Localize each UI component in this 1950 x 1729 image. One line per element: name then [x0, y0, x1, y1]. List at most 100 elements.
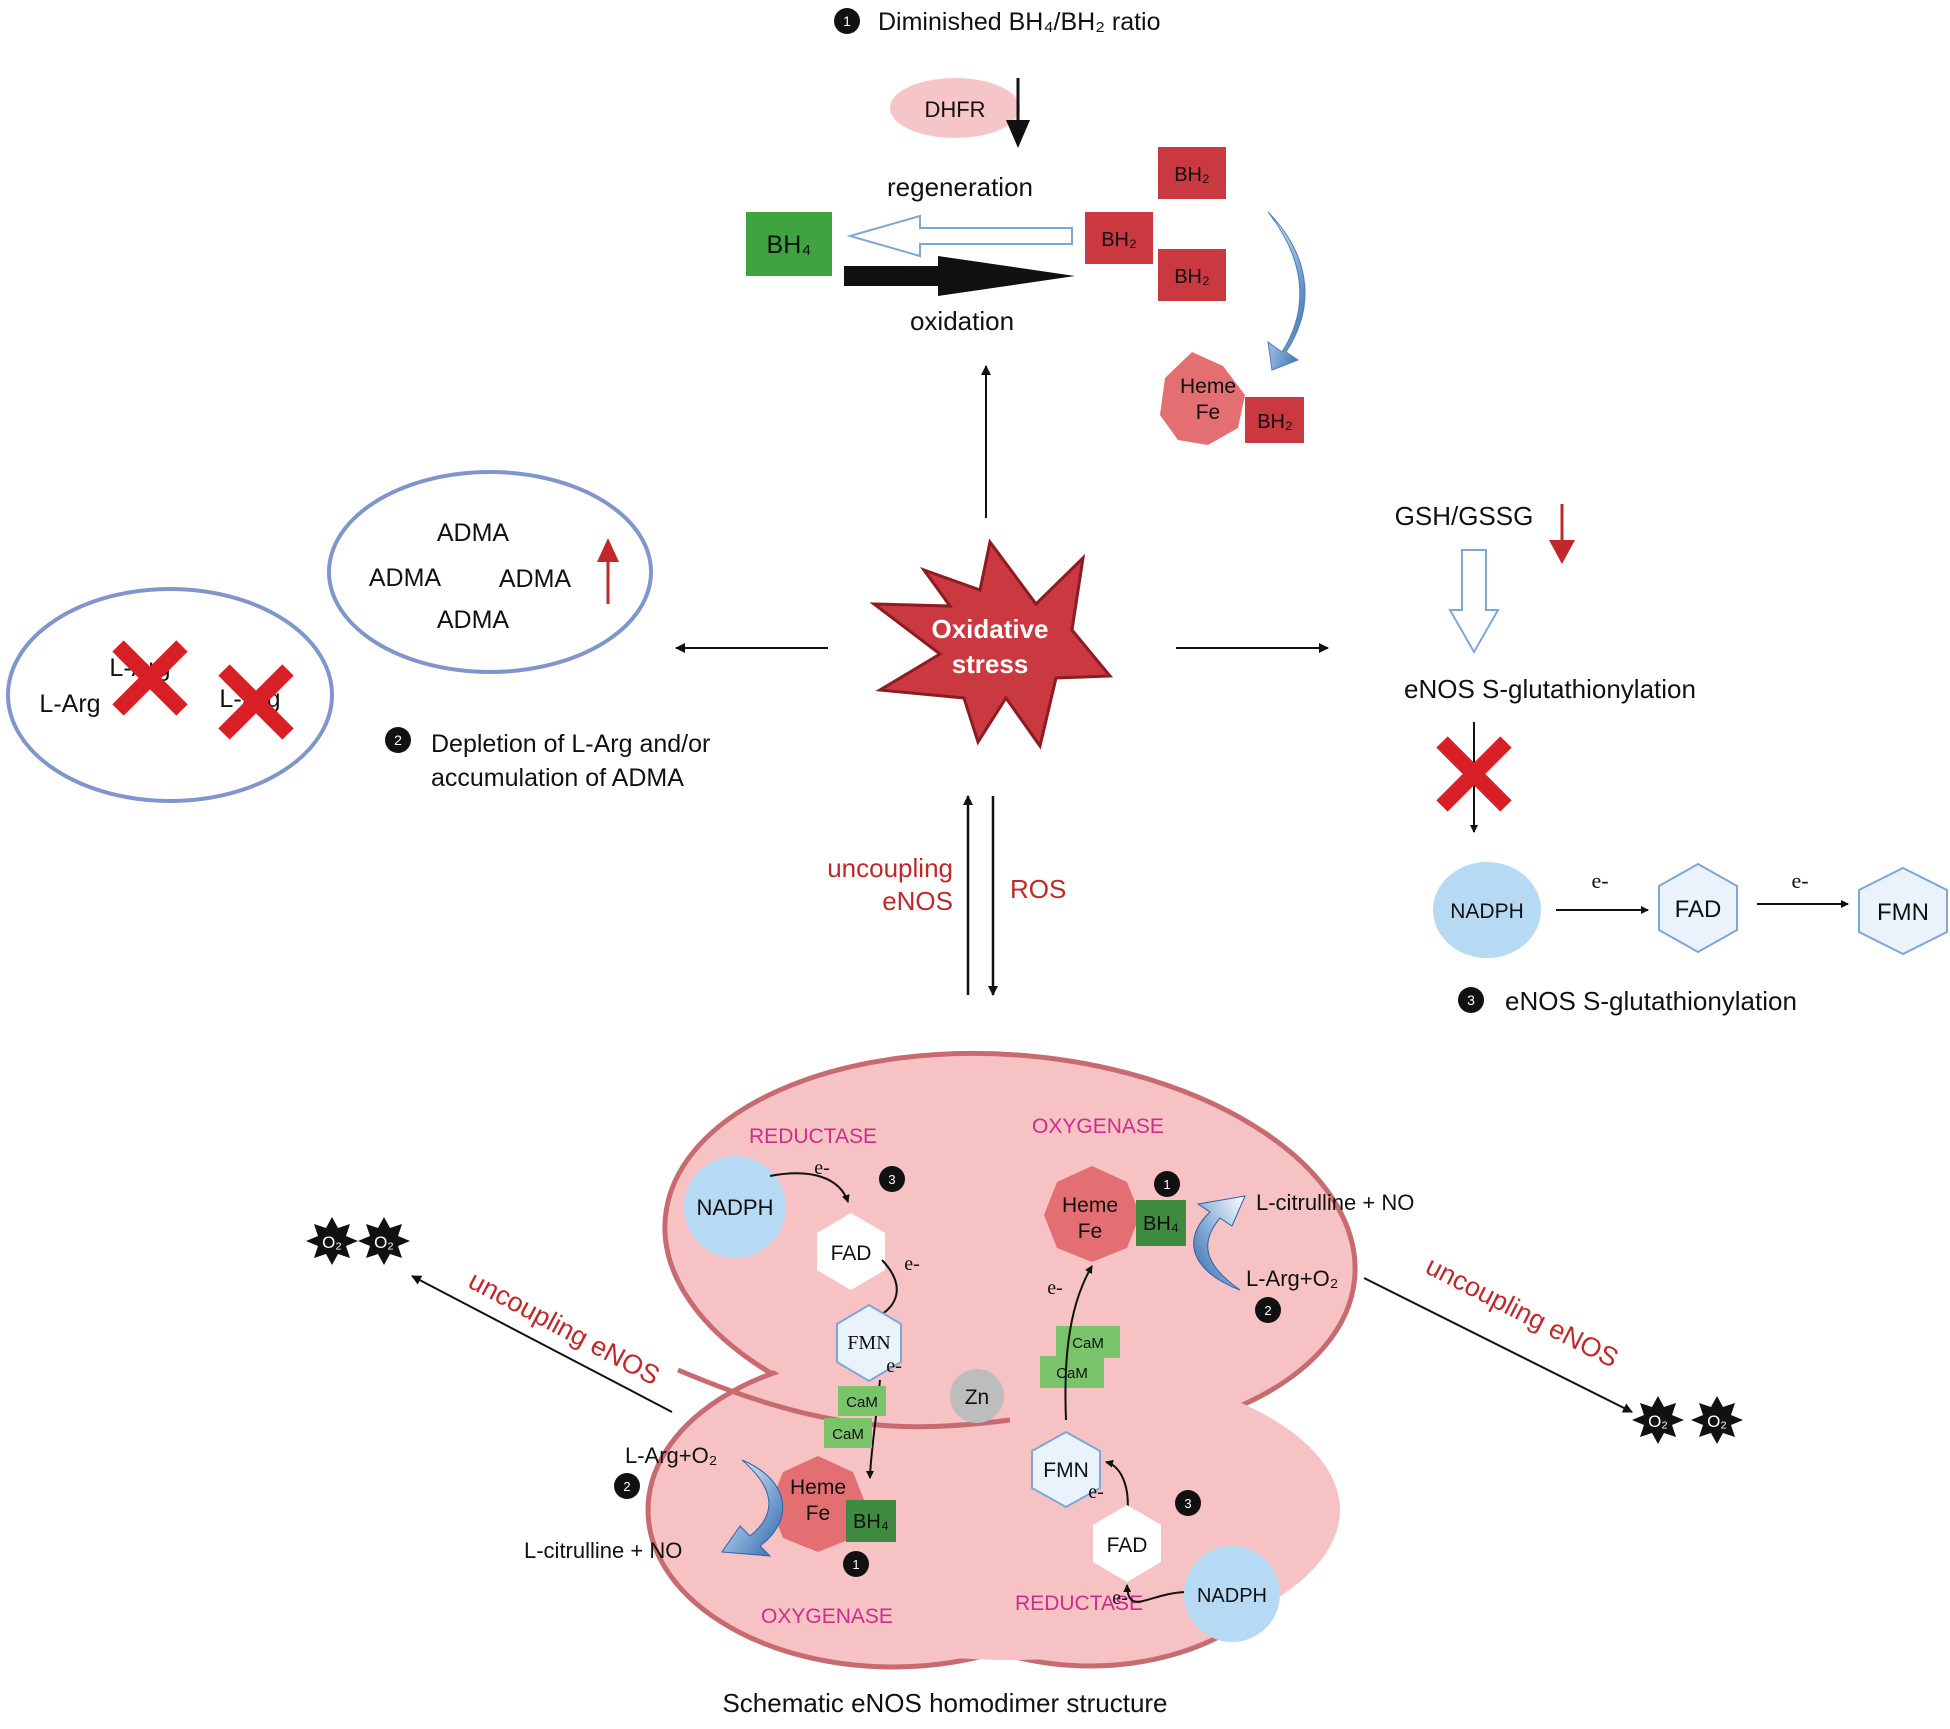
oxygenase-top-label: OXYGENASE — [1032, 1115, 1164, 1138]
nadph-label-right: NADPH — [1450, 900, 1524, 923]
gsh-hollow-arrow — [1448, 549, 1500, 655]
bh2-to-heme-arrow — [1267, 211, 1306, 371]
adma-2: ADMA — [369, 564, 442, 592]
superoxide-right-1 — [1632, 1396, 1684, 1444]
cam-right-2-label: CaM — [1056, 1365, 1088, 1382]
electron-right-up: e- — [1047, 1277, 1063, 1299]
badge-2 — [385, 727, 411, 753]
uncoupling-right-label: uncoupling eNOS — [1421, 1251, 1623, 1374]
fmn-hexagon-top — [836, 1303, 902, 1383]
badge-1-label: 1 — [843, 13, 851, 29]
bh2-label-2: BH₂ — [1101, 229, 1137, 251]
section-2-title-line1: Depletion of L-Arg and/or — [431, 730, 710, 758]
badge-1-top-right — [1154, 1171, 1180, 1197]
dhfr-ellipse — [890, 78, 1020, 138]
heme-top-label: Heme — [1180, 375, 1236, 398]
dhfr-down-arrow-head — [1006, 120, 1030, 148]
badge-3-label: 3 — [1467, 992, 1475, 1008]
fmn-label-right: FMN — [1877, 899, 1929, 926]
stress-line-1: Oxidative — [931, 614, 1048, 644]
regeneration-arrow — [846, 214, 1073, 258]
badge-2-bottom-left — [614, 1473, 640, 1499]
section-larg-adma: ADMA ADMA ADMA ADMA L-Arg L-Arg L-Arg 2 … — [6, 470, 710, 803]
oxidation-arrow — [844, 256, 1075, 296]
bh2-box-2 — [1085, 212, 1153, 264]
badge-3-top — [879, 1166, 905, 1192]
cam-left-1 — [838, 1386, 886, 1416]
stress-star-shape — [869, 538, 1114, 750]
heme-fe-top-right-shape — [1044, 1166, 1140, 1262]
cam-right-1-label: CaM — [1072, 1335, 1104, 1352]
section-glutathionylation: GSH/GSSG eNOS S-glutathionylation NADPH … — [1395, 501, 1948, 1016]
superoxide-left-2-label: O₂ — [374, 1233, 394, 1252]
fe-top-right-label: Fe — [1078, 1220, 1103, 1243]
badge-2-bottom-left-label: 2 — [623, 1479, 630, 1494]
superoxide-right: O₂ O₂ — [1632, 1396, 1743, 1444]
glutathionylation-label: eNOS S-glutathionylation — [1404, 674, 1696, 704]
electron-label-1: e- — [1591, 868, 1608, 893]
cam-left-1-label: CaM — [846, 1394, 878, 1411]
heme-fe-top-shape — [1160, 352, 1245, 445]
fad-hexagon-top — [817, 1213, 885, 1290]
gsh-gssg-label: GSH/GSSG — [1395, 501, 1534, 531]
uncoupling-label-line1: uncoupling — [827, 853, 953, 883]
oxidative-stress-burst: Oxidative stress — [869, 538, 1114, 750]
badge-1-bottom-left — [843, 1551, 869, 1577]
citrulline-top-label: L-citrulline + NO — [1256, 1190, 1414, 1215]
larg-cross-1 — [112, 640, 188, 716]
larg-o2-bottom-label: L-Arg+O₂ — [625, 1443, 717, 1468]
cam-left-2 — [824, 1418, 872, 1448]
bh4-box — [746, 212, 832, 276]
uncoupling-left-label: uncoupling eNOS — [464, 1265, 665, 1391]
larg-cross-2 — [218, 664, 294, 740]
fad-hexagon-right — [1658, 862, 1738, 954]
electron-top-3: e- — [886, 1355, 902, 1377]
bh2-label-3: BH₂ — [1174, 266, 1210, 288]
fad-top-label: FAD — [831, 1242, 872, 1265]
zn-label: Zn — [965, 1386, 990, 1409]
adma-1: ADMA — [437, 519, 510, 547]
bh2-heme-box — [1245, 397, 1304, 443]
oxygenase-bottom-label: OXYGENASE — [761, 1605, 893, 1628]
electron-right-3: e- — [1112, 1587, 1128, 1609]
badge-1 — [834, 8, 860, 34]
fmn-hexagon-bottom — [1031, 1430, 1101, 1509]
nadph-to-fad-top-arrow — [769, 1172, 850, 1203]
electron-right-2: e- — [1088, 1481, 1104, 1503]
adma-4: ADMA — [437, 606, 510, 634]
uncoupling-right-arrow — [1363, 1277, 1633, 1413]
bh2-box-1 — [1158, 147, 1226, 199]
superoxide-left: O₂ O₂ — [306, 1217, 410, 1265]
cam-left-2-label: CaM — [832, 1426, 864, 1443]
gsh-down-arrow-head — [1549, 540, 1575, 564]
fmn-hexagon-right — [1858, 866, 1948, 956]
badge-2-label: 2 — [394, 732, 402, 748]
heme-top-right-reaction-arrow — [1193, 1195, 1246, 1291]
glut-cross — [1436, 736, 1512, 812]
superoxide-right-2-label: O₂ — [1707, 1412, 1727, 1431]
bh2-box-3 — [1158, 249, 1226, 301]
adma-ellipse — [327, 470, 653, 674]
bh4-bottom-left-label: BH₄ — [853, 1511, 889, 1533]
dhfr-label: DHFR — [924, 97, 985, 122]
bh4-bottom-left-box — [846, 1500, 896, 1542]
badge-1-bottom-left-label: 1 — [852, 1557, 859, 1572]
regeneration-label: regeneration — [887, 172, 1033, 202]
badge-3-bottom-label: 3 — [1184, 1496, 1191, 1511]
fmn-to-heme-top-arrow — [1064, 1265, 1093, 1421]
superoxide-left-1-label: O₂ — [322, 1233, 342, 1252]
nadph-top-label: NADPH — [696, 1195, 773, 1220]
reductase-top-label: REDUCTASE — [749, 1125, 877, 1148]
section-3-title: eNOS S-glutathionylation — [1505, 986, 1797, 1016]
superoxide-right-1-label: O₂ — [1648, 1412, 1668, 1431]
badge-1-top-right-label: 1 — [1163, 1177, 1170, 1192]
badge-3-top-label: 3 — [888, 1172, 895, 1187]
heme-bottom-left-label: Heme — [790, 1476, 846, 1499]
nadph-circle-top — [684, 1156, 786, 1258]
badge-2-top-right — [1255, 1297, 1281, 1323]
fe-top-label: Fe — [1196, 401, 1221, 424]
badge-3-bottom — [1175, 1490, 1201, 1516]
fad-label-right: FAD — [1675, 896, 1722, 923]
superoxide-left-1 — [306, 1217, 358, 1265]
